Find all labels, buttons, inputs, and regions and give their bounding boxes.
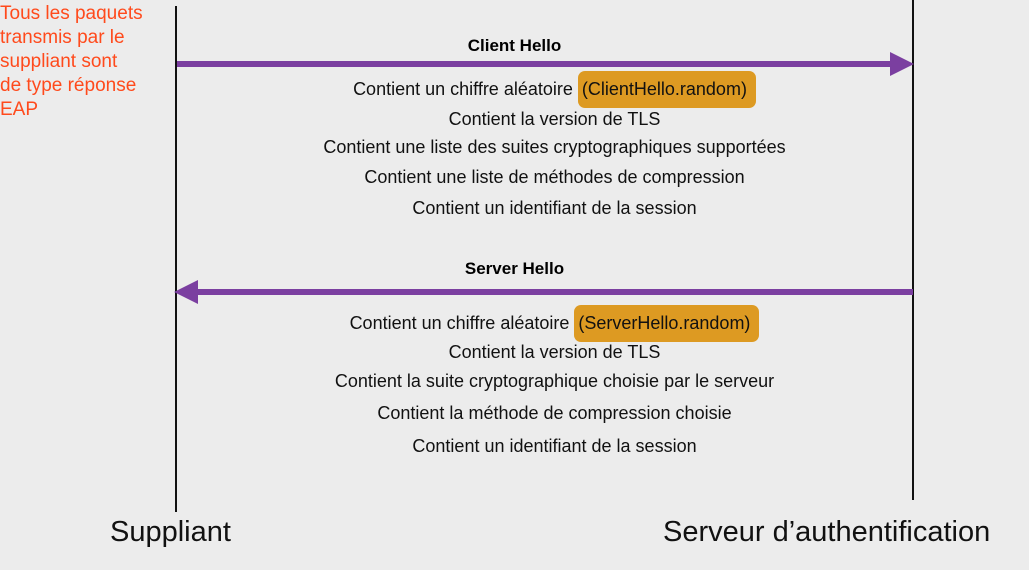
- client-hello-line: Contient une liste des suites cryptograp…: [323, 137, 786, 157]
- server-hello-arrow: [195, 289, 913, 295]
- client-hello-random-prefix: Contient un chiffre aléatoire: [353, 79, 578, 99]
- server-lifeline: [912, 0, 914, 500]
- client-hello-arrowhead: [890, 52, 914, 76]
- suppliant-lifeline: [175, 6, 177, 512]
- client-hello-title: Client Hello: [467, 36, 562, 55]
- client-hello-line: Contient une liste de méthodes de compre…: [364, 167, 745, 187]
- eap-note: Tous les paquets transmis par le supplia…: [0, 3, 143, 120]
- server-hello-line: Contient la méthode de compression chois…: [377, 403, 732, 423]
- server-hello-title: Server Hello: [464, 259, 565, 278]
- client-hello-random-field: (ClientHello.random): [577, 71, 756, 108]
- client-hello-line: Contient un identifiant de la session: [412, 198, 697, 218]
- server-hello-line: Contient un identifiant de la session: [412, 436, 697, 456]
- server-hello-random-line: Contient un chiffre aléatoire (ServerHel…: [0, 305, 1029, 342]
- server-hello-arrowhead: [174, 280, 198, 304]
- server-hello-line: Contient la version de TLS: [448, 342, 661, 362]
- client-hello-arrow: [177, 61, 892, 67]
- client-hello-random-line: Contient un chiffre aléatoire (ClientHel…: [0, 71, 1029, 108]
- server-hello-random-field: (ServerHello.random): [574, 305, 760, 342]
- server-label: Serveur d’authentification: [663, 516, 991, 548]
- server-hello-line: Contient la suite cryptographique choisi…: [334, 371, 775, 391]
- client-hello-line: Contient la version de TLS: [448, 109, 661, 129]
- suppliant-label: Suppliant: [110, 516, 231, 548]
- server-hello-random-prefix: Contient un chiffre aléatoire: [349, 313, 575, 333]
